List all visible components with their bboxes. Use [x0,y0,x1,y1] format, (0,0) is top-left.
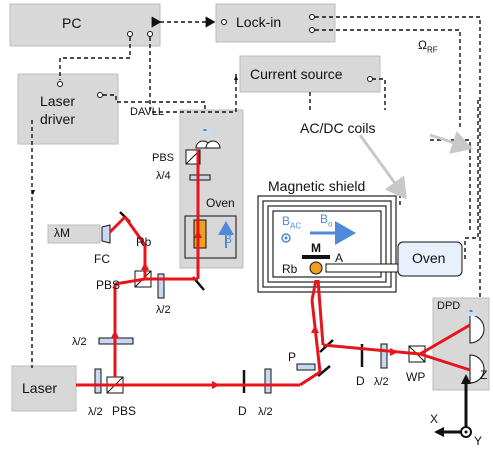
oven-stem [325,263,399,273]
davll-b-label: B [224,232,233,246]
a-label: A [335,251,344,265]
wavemeter-label: λM [54,226,70,240]
axis-x-label: X [430,412,439,426]
omega-rf-label: ΩRF [418,38,438,55]
current-source-box [239,55,381,93]
lambda2-center-label: λ/2 [258,406,273,418]
rb-davll-label: Rb [136,235,152,249]
rb-vapor-cell [309,261,323,275]
b-zero-label: Bo [320,212,333,229]
beam-arrowheads [111,230,398,389]
davll-minus-label: - [203,122,207,136]
lockin-box [215,3,336,43]
laser-label: Laser [22,380,58,396]
optics [94,149,426,394]
axis-y-label: Y [474,434,483,448]
laser-drive-arrow [31,190,35,195]
pbs-mid-label: PBS [96,278,121,292]
b-ac-label: BAC [282,214,302,231]
lambda2-mid-label: λ/2 [156,304,171,316]
signal-cables [31,16,481,368]
b-ac-vector [281,233,291,243]
lambda2-left-label: λ/2 [72,336,87,348]
d-right-label: D [356,374,365,388]
axis-triad [440,382,472,438]
dpd-cone-right [465,308,479,316]
laser-driver-box [17,73,119,145]
laser-box [11,365,77,412]
m-label: M [311,241,321,255]
pc-box [9,3,161,47]
ports [57,14,373,98]
dpd-detector-cone [199,126,213,134]
rb-cell-label: Rb [282,262,298,276]
pbs-laser-label: PBS [112,404,137,418]
magnetic-shield-label: Magnetic shield [268,178,366,194]
wp-label: WP [406,370,426,384]
photodiodes [195,140,485,384]
p-label: P [288,350,297,364]
magnetic-shield [257,195,397,293]
ac-dc-coils-label: AC/DC coils [300,120,376,136]
dpd-label: DPD [437,300,461,312]
laser-beam [76,150,471,387]
current-source-label: Current source [250,66,343,82]
lockin-label: Lock-in [236,14,282,30]
pbs-davll-label: PBS [152,152,175,164]
vapor-oven-frame [184,215,237,259]
vapor-oven-module [179,109,244,269]
current-arrow [234,75,238,80]
d-left-label: D [238,404,247,418]
axis-z-label: Z [480,368,488,382]
pc-label: PC [62,15,82,31]
coil-pointer-arrows [358,131,473,200]
davll-label: DAVLL [130,106,165,118]
dpd-minus-label: - [469,303,473,317]
vapor-oven-label: Oven [206,196,235,210]
lambda2-right-label: λ/2 [374,376,389,388]
wavemeter-box [47,224,101,244]
cell-oven-box [397,241,463,277]
fc-label: FC [94,252,110,266]
lambda4-label: λ/4 [156,170,171,182]
lambda2-laser-label: λ/2 [88,406,103,418]
mirror-m [302,255,330,259]
laser-driver-label: Laser driver [40,93,76,127]
cell-oven-label: Oven [412,250,446,266]
